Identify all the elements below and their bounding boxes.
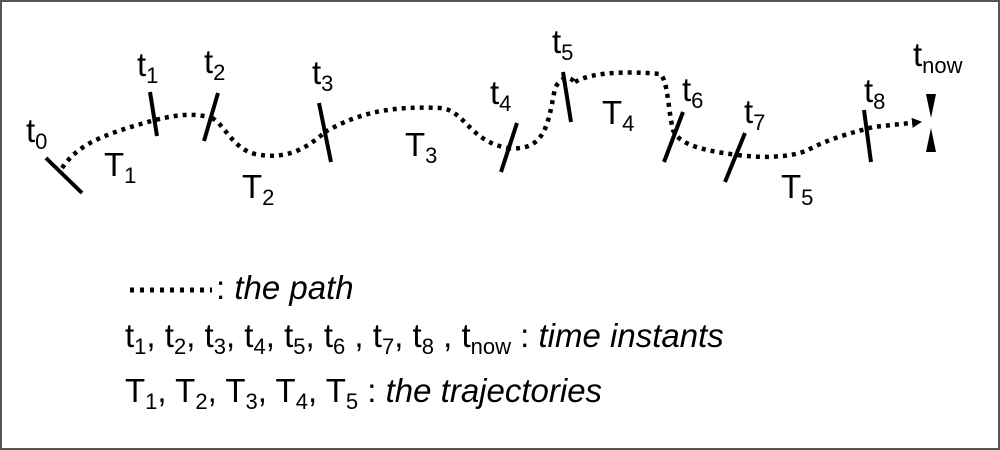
tick-t3 — [317, 102, 333, 163]
legend-trajectories: T1, T2, T3, T4, T5 : the trajectories — [125, 372, 603, 414]
legend-time-instants: t1, t2, t3, t4, t5, t6 , t7, t8 , tnow :… — [125, 317, 724, 359]
legend-path-desc: the path — [234, 269, 354, 306]
tick-t2 — [202, 92, 220, 142]
path-segment-5 — [573, 70, 739, 158]
legend-trajectories-item-2: T3 — [225, 372, 258, 414]
label-t4: t4 — [490, 74, 512, 116]
tick-t1 — [148, 91, 159, 137]
tick-tnow — [926, 94, 936, 152]
label-t0: t0 — [26, 112, 48, 154]
label-t3: t3 — [312, 54, 334, 96]
legend-trajectories-desc: the trajectories — [385, 372, 603, 409]
legend-time-instants-item-6: t7 — [372, 317, 395, 359]
legend-trajectories-item-1: T2 — [175, 372, 208, 414]
legend-trajectories-item-3: T4 — [275, 372, 308, 414]
tick-t0 — [44, 156, 84, 195]
path-segment-4 — [506, 75, 577, 151]
path-segment-3 — [323, 105, 508, 151]
legend-trajectories-item-4: T5 — [325, 372, 359, 414]
tick-t7 — [723, 132, 747, 183]
path-segment-6 — [737, 117, 922, 160]
label-t8: t8 — [864, 72, 886, 114]
label-T3: T3 — [405, 126, 438, 168]
label-t6: t6 — [682, 71, 704, 113]
tick-t6 — [662, 111, 685, 163]
label-t1: t1 — [137, 46, 159, 88]
label-T1: T1 — [104, 146, 137, 188]
legend-time-instants-item-2: t3 — [204, 317, 226, 359]
legend-time-instants-item-4: t5 — [284, 317, 306, 359]
legend-time-instants-item-1: t2 — [164, 317, 187, 359]
legend-path: : the path — [216, 269, 354, 306]
label-tnow: tnow — [913, 36, 963, 78]
legend-time-instants-item-7: t8 — [412, 317, 434, 359]
label-T2: T2 — [242, 168, 275, 210]
label-T5: T5 — [781, 168, 814, 210]
legend-time-instants-desc: time instants — [538, 317, 724, 354]
legend-trajectories-item-0: T1 — [125, 372, 158, 414]
path-segment-2 — [210, 116, 327, 158]
label-t2: t2 — [204, 43, 226, 85]
tick-t5 — [561, 71, 573, 123]
tick-t4 — [499, 122, 519, 173]
legend-time-instants-item-3: t4 — [244, 317, 266, 359]
tick-t8 — [862, 109, 873, 163]
legend-time-instants-item-0: t1 — [125, 317, 147, 359]
label-T4: T4 — [602, 94, 635, 136]
legend-time-instants-item-8: tnow — [461, 317, 511, 359]
legend-time-instants-item-5: t6 — [323, 317, 346, 359]
path-segment-1 — [60, 112, 213, 170]
label-t5: t5 — [552, 23, 574, 65]
label-t7: t7 — [744, 93, 766, 135]
